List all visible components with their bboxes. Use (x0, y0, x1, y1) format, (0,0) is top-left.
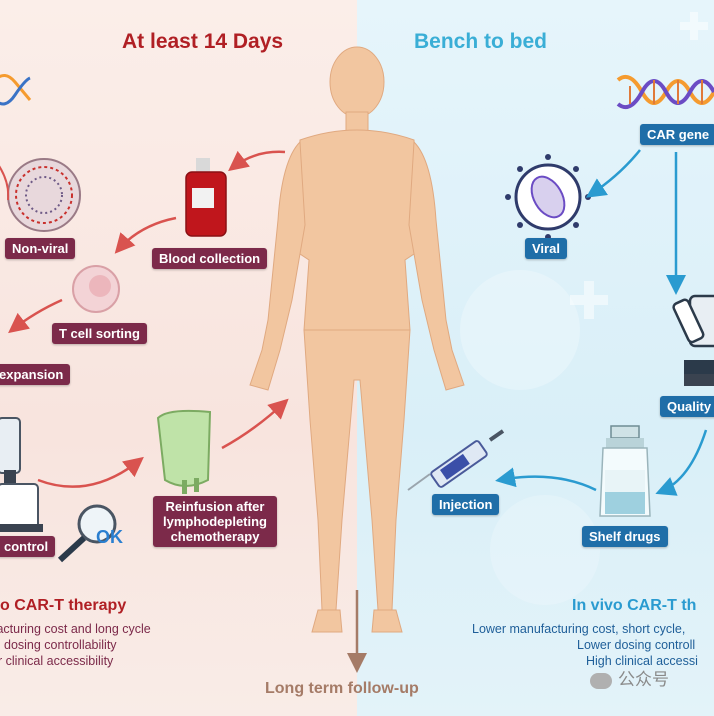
microscope-icon (0, 417, 43, 532)
left-panel (0, 0, 357, 716)
arrow (228, 150, 286, 172)
label-shelf-drugs: Shelf drugs (582, 526, 668, 547)
watermark: 公众号 (590, 665, 669, 690)
label-non-viral: Non-viral (5, 238, 76, 259)
human-body-icon (249, 46, 465, 633)
syringe-icon (407, 429, 505, 491)
plus-deco-icon (680, 12, 708, 40)
arrow (495, 467, 597, 492)
wechat-icon (590, 672, 612, 689)
microscope-right-icon (672, 294, 714, 386)
nanoparticle-icon (7, 158, 81, 232)
virus-icon (505, 154, 591, 240)
t-cell-icon (72, 265, 120, 313)
reinfusion-line: Reinfusion after (165, 499, 265, 514)
label-viral: Viral (525, 238, 567, 259)
label-car-gene: CAR gene (640, 124, 714, 145)
right-summary-line: Lower dosing controll (577, 638, 696, 652)
left-summary-line: r clinical accessibility (0, 654, 114, 668)
blood-bag-icon (185, 158, 227, 237)
arrow (585, 149, 641, 198)
reinfusion-line: lymphodepleting (163, 514, 267, 529)
deco-circle (490, 495, 600, 605)
label-blood-collection: Blood collection (152, 248, 268, 269)
magnifier-icon (57, 504, 117, 563)
label-quality: Quality (660, 396, 714, 417)
right-summary-title: In vivo CAR-T th (572, 597, 697, 614)
deco-circle (460, 270, 580, 390)
right-header: Bench to bed (414, 30, 548, 53)
left-summary-title: o CAR-T therapy (0, 597, 127, 614)
plus-deco-icon (570, 281, 608, 319)
arrow (114, 216, 177, 254)
label-reinfusion: Reinfusion after lymphodepleting chemoth… (153, 496, 277, 547)
reinfusion-line: chemotherapy (170, 529, 260, 544)
dna-left-icon (0, 74, 32, 106)
watermark-text: 公众号 (618, 670, 669, 689)
left-summary: o CAR-T therapy facturing cost and long … (0, 597, 151, 669)
right-summary: In vivo CAR-T th Lower manufacturing cos… (472, 597, 698, 669)
right-summary-line: High clinical accessi (586, 654, 698, 668)
right-summary-line: Lower manufacturing cost, short cycle, (472, 622, 686, 636)
dna-right-icon (616, 75, 714, 109)
label-t-cell-sorting: T cell sorting (52, 323, 147, 344)
iv-bag-icon (156, 409, 212, 494)
left-summary-line: facturing cost and long cycle (0, 622, 151, 636)
right-panel (357, 0, 714, 716)
label-expansion: expansion (0, 364, 71, 385)
arrow (37, 456, 144, 488)
followup-label: Long term follow-up (265, 680, 419, 697)
left-header: At least 14 Days (122, 30, 284, 53)
arrow (221, 398, 289, 450)
label-quality-control: control (0, 536, 56, 557)
vial-icon (599, 425, 651, 517)
label-injection: Injection (432, 494, 500, 515)
arrow (0, 165, 10, 201)
ok-mark: OK (96, 527, 123, 547)
arrow (655, 429, 708, 496)
left-summary-line: dosing controllability (4, 638, 117, 652)
arrow (8, 298, 63, 334)
